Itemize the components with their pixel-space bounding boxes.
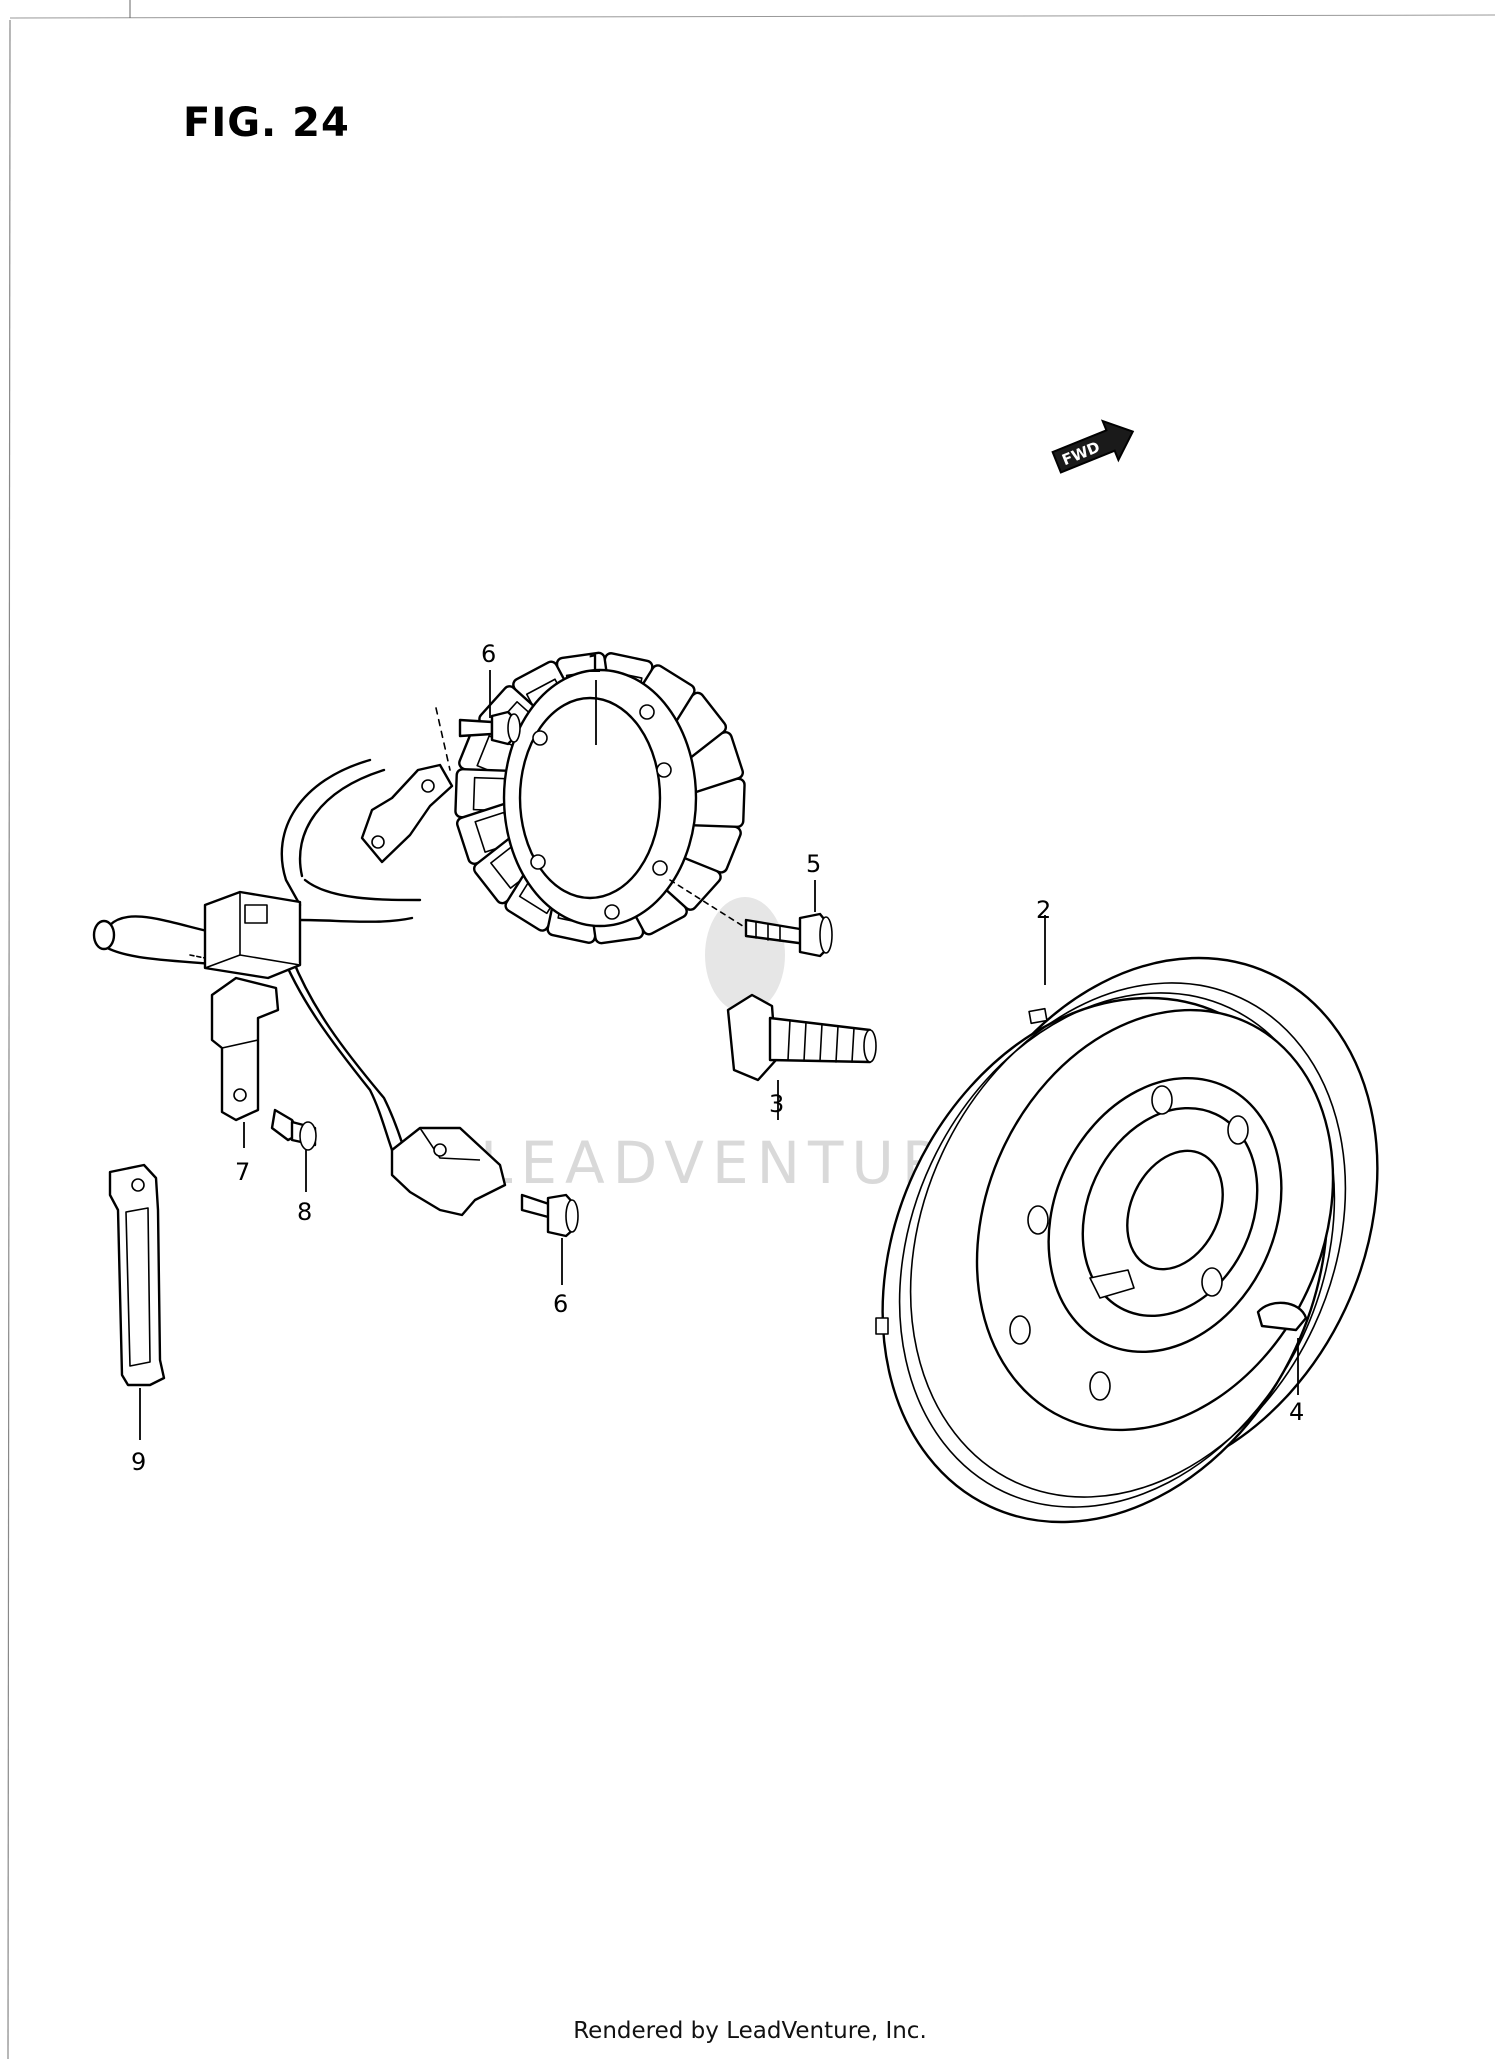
- wire-connector: [203, 890, 302, 980]
- stator-bolt-hole: [532, 730, 548, 746]
- rotor-flywheel: [875, 956, 1379, 1524]
- stator-bolt-hole: [530, 854, 546, 870]
- bolt-part-3: [726, 993, 877, 1082]
- woodruff-key-part-4: [1256, 1301, 1308, 1332]
- bolt-part-6-top: [458, 710, 521, 746]
- callout-8: 8: [297, 1198, 312, 1226]
- callout-5: 5: [806, 850, 821, 878]
- watermark-text: LEADVENTURE: [480, 1129, 995, 1197]
- footer-credit: Rendered by LeadVenture, Inc.: [573, 2018, 927, 2044]
- callout-6-top: 6: [481, 640, 496, 668]
- cable-strap-part-9: [108, 1163, 166, 1387]
- figure-title: FIG. 24: [183, 100, 350, 146]
- bolt-part-6-bottom: [520, 1193, 579, 1238]
- watermark: LEADVENTURE: [480, 897, 995, 1197]
- stator-inner-ring: [518, 696, 662, 900]
- stator-bolt-hole: [604, 904, 620, 920]
- stator-wire-clamp-bracket: [360, 763, 454, 864]
- callout-4: 4: [1289, 1398, 1304, 1426]
- top-edge-line: [9, 14, 1496, 19]
- bolt-5-alignment-line: [669, 879, 747, 929]
- callout-numbers: 1 2 3 4 5 6 6 7 8 9: [131, 640, 1304, 1476]
- bolt-part-5: [744, 912, 833, 958]
- pickup-coil: [390, 1126, 507, 1217]
- callout-1: 1: [587, 650, 602, 678]
- stator-bolt-hole: [639, 704, 655, 720]
- callout-7: 7: [235, 1158, 250, 1186]
- wire-harness: [92, 758, 422, 1154]
- callout-3: 3: [769, 1090, 784, 1118]
- leader-lines: [139, 670, 1299, 1440]
- stator-assembly: [454, 651, 746, 945]
- callout-9: 9: [131, 1448, 146, 1476]
- bolt-part-8: [270, 1108, 317, 1151]
- stator-bolt-hole: [656, 762, 672, 778]
- fwd-direction-arrow: FWD: [1051, 419, 1135, 474]
- harness-bracket-part-7: [210, 976, 280, 1122]
- assembly-dash-line: [435, 707, 451, 771]
- left-edge-line: [7, 19, 11, 2060]
- stator-bolt-hole: [652, 860, 668, 876]
- callout-2: 2: [1036, 896, 1051, 924]
- callout-6-bottom: 6: [553, 1290, 568, 1318]
